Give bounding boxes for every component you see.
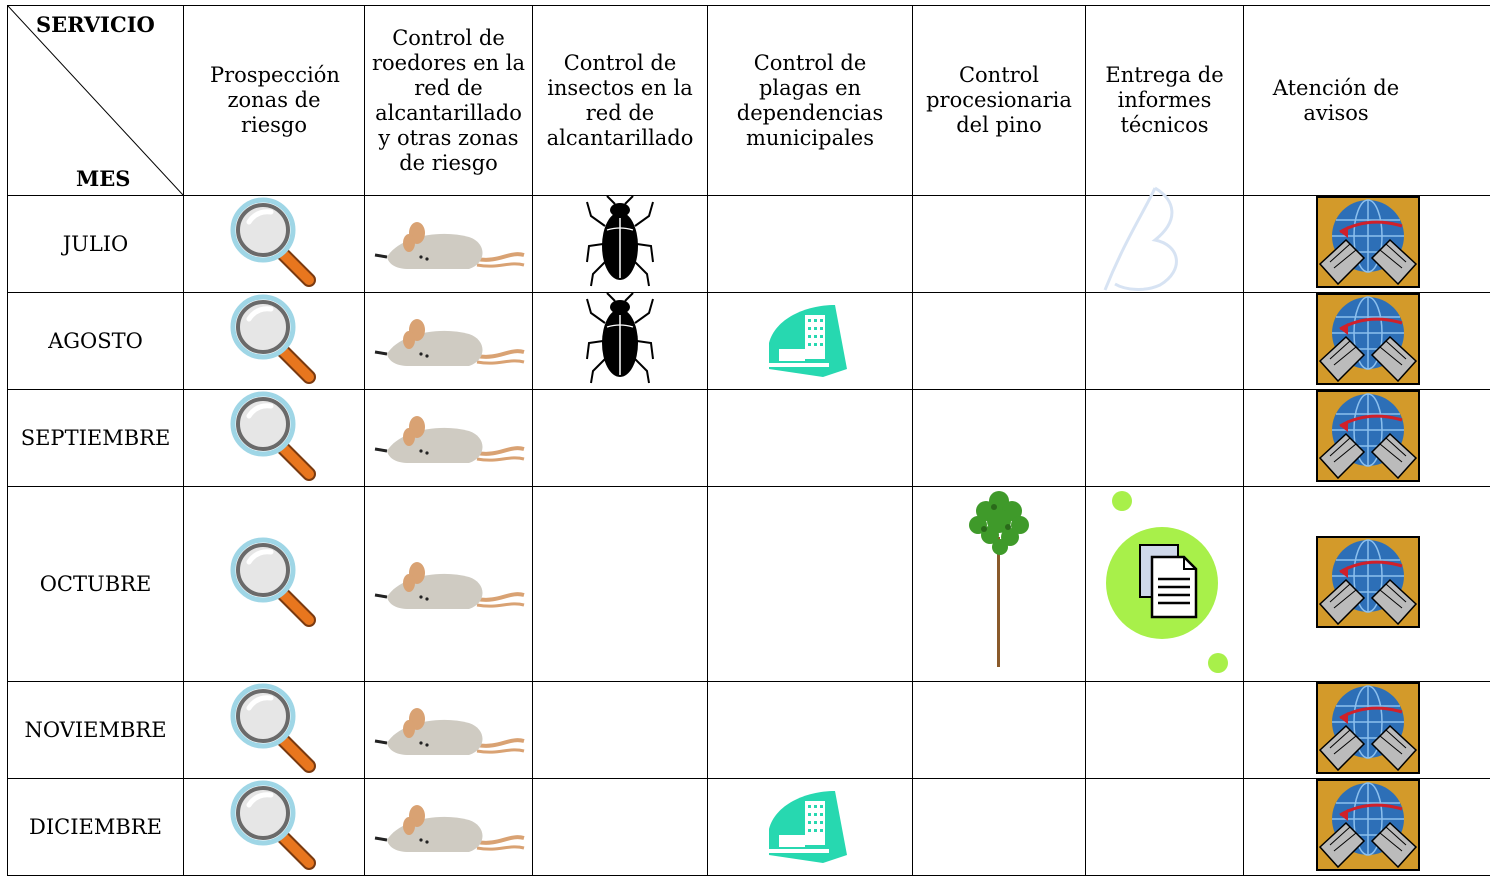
table-row: DICIEMBRE xyxy=(8,779,1490,876)
network-icon xyxy=(1316,779,1420,875)
schedule-cell xyxy=(708,682,913,779)
col-header-prospeccion: Prospección zonas de riesgo xyxy=(184,6,365,196)
mouse-icon xyxy=(369,790,529,864)
col-header-informes: Entrega de informes técnicos xyxy=(1086,6,1244,196)
schedule-cell xyxy=(533,293,708,390)
schedule-cell xyxy=(913,196,1086,293)
schedule-cell xyxy=(184,487,365,682)
schedule-cell xyxy=(1244,293,1490,390)
magnifier-icon xyxy=(229,536,319,632)
schedule-cell xyxy=(184,779,365,876)
month-cell: SEPTIEMBRE xyxy=(8,390,184,487)
month-cell: OCTUBRE xyxy=(8,487,184,682)
month-cell: JULIO xyxy=(8,196,184,293)
network-icon xyxy=(1316,196,1420,292)
month-cell: NOVIEMBRE xyxy=(8,682,184,779)
schedule-cell xyxy=(533,487,708,682)
schedule-cell xyxy=(533,390,708,487)
schedule-cell xyxy=(533,682,708,779)
schedule-cell xyxy=(1086,390,1244,487)
schedule-cell xyxy=(365,293,533,390)
schedule-cell xyxy=(1086,487,1244,682)
schedule-cell xyxy=(708,293,913,390)
schedule-cell xyxy=(708,779,913,876)
network-icon xyxy=(1316,390,1420,486)
schedule-cell xyxy=(1244,682,1490,779)
pine-tree-icon xyxy=(964,487,1034,681)
mouse-icon xyxy=(369,207,529,281)
col-header-plagas: Control de plagas en dependencias munici… xyxy=(708,6,913,196)
month-cell: DICIEMBRE xyxy=(8,779,184,876)
schedule-cell xyxy=(365,682,533,779)
magnifier-icon xyxy=(229,682,319,778)
col-header-insectos: Control de insectos en la red de alcanta… xyxy=(533,6,708,196)
corner-header: SERVICIO MES xyxy=(8,6,184,196)
schedule-cell xyxy=(184,682,365,779)
schedule-cell xyxy=(533,779,708,876)
magnifier-icon xyxy=(229,779,319,875)
schedule-cell xyxy=(365,390,533,487)
service-label: SERVICIO xyxy=(36,12,155,37)
magnifier-icon xyxy=(229,293,319,389)
schedule-cell xyxy=(184,196,365,293)
header-row: SERVICIO MES Prospección zonas de riesgo… xyxy=(8,6,1490,196)
schedule-cell xyxy=(365,196,533,293)
table-row: JULIO xyxy=(8,196,1490,293)
schedule-cell xyxy=(913,390,1086,487)
schedule-cell xyxy=(708,196,913,293)
col-header-procesionaria: Control procesionaria del pino xyxy=(913,6,1086,196)
mouse-icon xyxy=(369,547,529,621)
mouse-icon xyxy=(369,693,529,767)
schedule-cell xyxy=(913,682,1086,779)
schedule-cell xyxy=(1244,779,1490,876)
magnifier-icon xyxy=(229,390,319,486)
month-cell: AGOSTO xyxy=(8,293,184,390)
schedule-cell xyxy=(913,779,1086,876)
col-header-avisos: Atención de avisos xyxy=(1244,6,1490,196)
schedule-cell xyxy=(184,390,365,487)
month-label: MES xyxy=(76,166,130,191)
cockroach-icon xyxy=(585,196,655,292)
network-icon xyxy=(1316,536,1420,632)
cockroach-icon xyxy=(585,293,655,389)
schedule-cell xyxy=(1086,196,1244,293)
mouse-icon xyxy=(369,401,529,475)
schedule-cell xyxy=(708,390,913,487)
col-header-roedores: Control de roedores en la red de alcanta… xyxy=(365,6,533,196)
schedule-cell xyxy=(1086,682,1244,779)
schedule-cell xyxy=(1086,293,1244,390)
schedule-cell xyxy=(365,487,533,682)
magnifier-icon xyxy=(229,196,319,292)
table-row: SEPTIEMBRE xyxy=(8,390,1490,487)
table-row: AGOSTO xyxy=(8,293,1490,390)
schedule-cell xyxy=(1086,779,1244,876)
building-icon xyxy=(765,785,855,869)
schedule-cell xyxy=(1244,196,1490,293)
schedule-cell xyxy=(184,293,365,390)
schedule-cell xyxy=(365,779,533,876)
schedule-cell xyxy=(913,487,1086,682)
report-document-icon xyxy=(1100,487,1230,681)
building-icon xyxy=(765,299,855,383)
schedule-cell xyxy=(1244,487,1490,682)
schedule-cell xyxy=(1244,390,1490,487)
table-row: NOVIEMBRE xyxy=(8,682,1490,779)
table-row: OCTUBRE xyxy=(8,487,1490,682)
network-icon xyxy=(1316,293,1420,389)
network-icon xyxy=(1316,682,1420,778)
schedule-table: SERVICIO MES Prospección zonas de riesgo… xyxy=(7,5,1490,876)
mouse-icon xyxy=(369,304,529,378)
schedule-cell xyxy=(708,487,913,682)
schedule-cell xyxy=(913,293,1086,390)
schedule-cell xyxy=(533,196,708,293)
